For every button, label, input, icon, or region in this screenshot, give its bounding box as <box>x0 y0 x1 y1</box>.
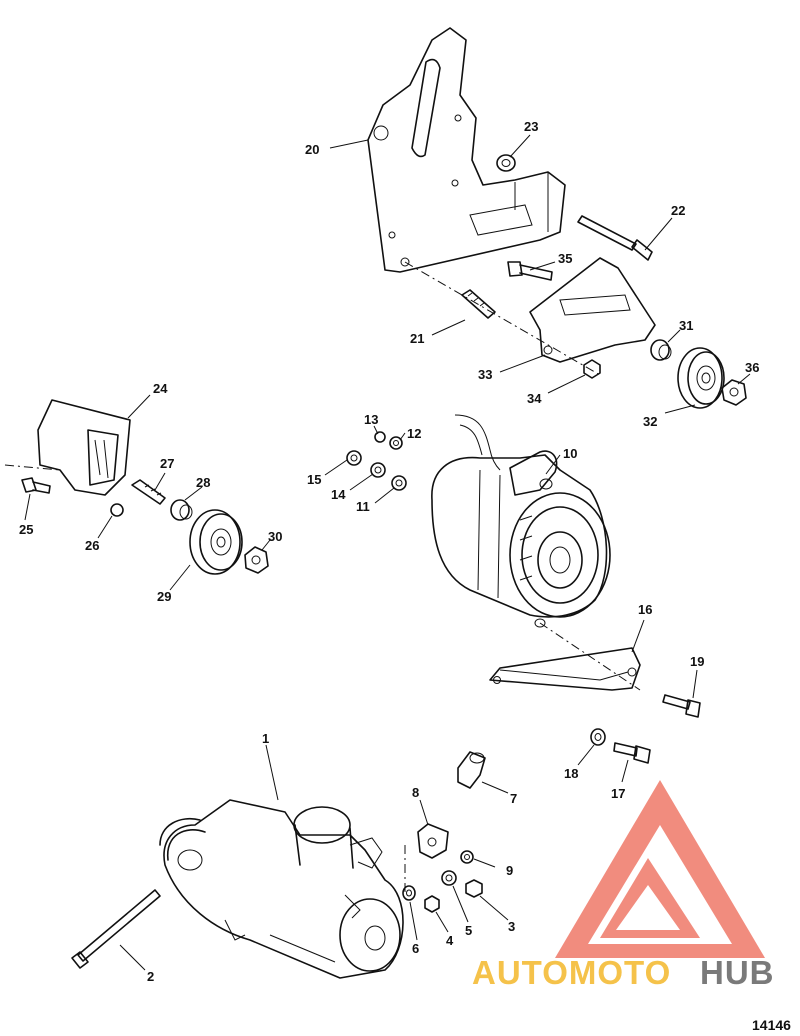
callout-17: 17 <box>611 786 625 801</box>
part-17-bolt <box>613 742 651 764</box>
part-27-stud <box>131 479 166 505</box>
callout-13: 13 <box>364 412 378 427</box>
part-20-mounting-bracket <box>367 27 601 376</box>
part-28-spacer <box>170 499 193 521</box>
callout-30: 30 <box>268 529 282 544</box>
callout-29: 29 <box>157 589 171 604</box>
watermark-logo: AUTOMOTO HUB <box>472 780 775 991</box>
callout-4: 4 <box>446 933 454 948</box>
callout-35: 35 <box>558 251 572 266</box>
part-31-spacer <box>650 339 672 361</box>
figure-number: 14146 <box>752 1017 791 1033</box>
part-22-bolt <box>577 215 653 261</box>
part-12-washer <box>389 436 403 450</box>
callout-21: 21 <box>410 331 424 346</box>
callout-15: 15 <box>307 472 321 487</box>
callout-18: 18 <box>564 766 578 781</box>
part-36-nut <box>721 379 747 406</box>
callout-labels: 20 23 22 35 21 33 34 31 32 36 24 27 28 2… <box>19 119 759 984</box>
leader-lines <box>24 134 751 971</box>
callout-36: 36 <box>745 360 759 375</box>
callout-31: 31 <box>679 318 693 333</box>
callout-11: 11 <box>356 499 370 514</box>
callout-1: 1 <box>262 731 269 746</box>
part-15-nut <box>346 450 362 466</box>
callout-26: 26 <box>85 538 99 553</box>
part-11-washer <box>391 475 407 491</box>
callout-12: 12 <box>407 426 421 441</box>
callout-9: 9 <box>506 863 513 878</box>
part-21-stud <box>461 289 496 319</box>
part-30-nut <box>244 546 269 574</box>
callout-24: 24 <box>153 381 168 396</box>
callout-25: 25 <box>19 522 33 537</box>
part-23-nut <box>496 154 516 172</box>
callout-10: 10 <box>563 446 577 461</box>
part-3-nut <box>465 879 483 898</box>
callout-20: 20 <box>305 142 319 157</box>
callout-16: 16 <box>638 602 652 617</box>
callout-2: 2 <box>147 969 154 984</box>
part-5-washer <box>441 870 457 886</box>
part-1-starter-motor <box>159 799 404 979</box>
part-26-nut <box>110 503 124 517</box>
callout-23: 23 <box>524 119 538 134</box>
callout-34: 34 <box>527 391 542 406</box>
part-9-washer <box>460 850 474 864</box>
watermark-text-part1: AUTOMOTO <box>472 954 671 991</box>
part-14-washer <box>370 462 386 478</box>
callout-7: 7 <box>510 791 517 806</box>
callout-19: 19 <box>690 654 704 669</box>
part-13-nut <box>374 431 386 443</box>
part-24-bracket <box>4 399 131 496</box>
part-33-adjusting-bracket <box>529 257 656 363</box>
watermark-text-part2: HUB <box>700 954 775 991</box>
part-16-strap-bracket <box>489 647 641 691</box>
part-2-through-bolt <box>71 889 161 969</box>
callout-32: 32 <box>643 414 657 429</box>
callout-3: 3 <box>508 919 515 934</box>
callout-8: 8 <box>412 785 419 800</box>
part-32-idler-pulley <box>677 347 725 409</box>
callout-33: 33 <box>478 367 492 382</box>
part-19-bolt <box>662 694 701 718</box>
part-29-idler-pulley <box>189 509 243 575</box>
part-18-washer <box>590 728 606 746</box>
callout-5: 5 <box>465 923 472 938</box>
part-25-bolt <box>21 477 51 494</box>
callout-6: 6 <box>412 941 419 956</box>
part-4-nut <box>424 895 440 913</box>
part-34-nut <box>583 359 601 379</box>
part-8-terminal-bracket <box>404 823 449 895</box>
callout-28: 28 <box>196 475 210 490</box>
part-7-terminal-boot <box>457 751 486 789</box>
part-10-alternator <box>431 414 641 691</box>
callout-14: 14 <box>331 487 346 502</box>
callout-22: 22 <box>671 203 685 218</box>
callout-27: 27 <box>160 456 174 471</box>
part-6-washer <box>402 885 416 901</box>
